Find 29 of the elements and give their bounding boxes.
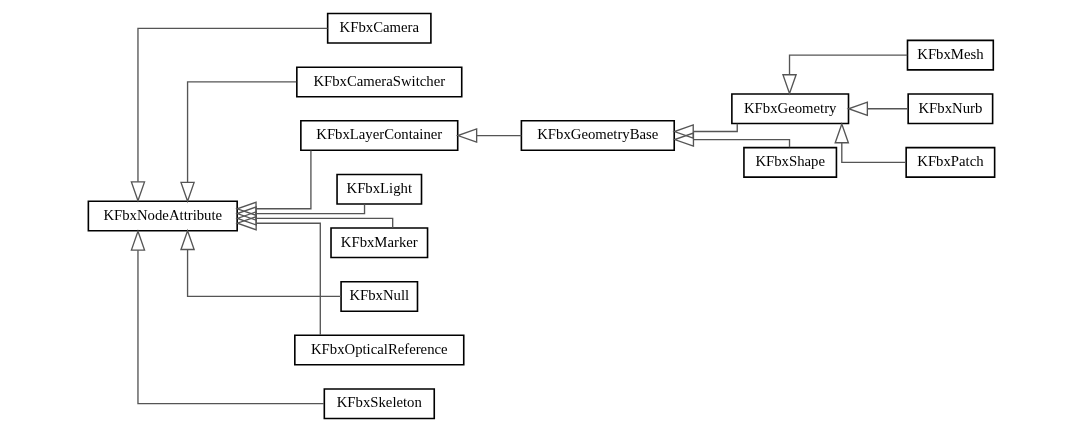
arrow [130, 229, 325, 405]
arrow [455, 128, 523, 144]
node-box: KFbxMesh [906, 39, 995, 71]
node-box: KFbxNurb [907, 93, 994, 125]
node-box: KFbxLayerContainer [300, 120, 459, 152]
node-box: KFbxCamera [326, 12, 432, 44]
arrow [235, 149, 312, 217]
node-box: KFbxGeometry [731, 93, 850, 125]
arrow [180, 228, 342, 298]
node-box: KFbxNull [340, 280, 419, 312]
arrow [235, 203, 366, 222]
arrow [235, 215, 321, 336]
node-box: KFbxMarker [330, 227, 429, 259]
node-box: KFbxGeometryBase [520, 120, 676, 152]
arrow [180, 81, 297, 204]
node-box: KFbxCameraSwitcher [296, 66, 463, 98]
arrow [672, 123, 738, 140]
arrow [846, 101, 909, 117]
arrow [130, 27, 329, 203]
arrow [782, 54, 908, 96]
node-box: KFbxLight [336, 173, 423, 205]
arrow [672, 132, 791, 148]
node-box: KFbxPatch [905, 146, 996, 178]
node-box: KFbxSkeleton [323, 388, 436, 420]
node-box: KFbxShape [743, 146, 838, 178]
arrow [834, 121, 907, 164]
node-box: KFbxNodeAttribute [87, 200, 238, 232]
node-box: KFbxOpticalReference [294, 334, 465, 366]
arrow [235, 210, 394, 229]
